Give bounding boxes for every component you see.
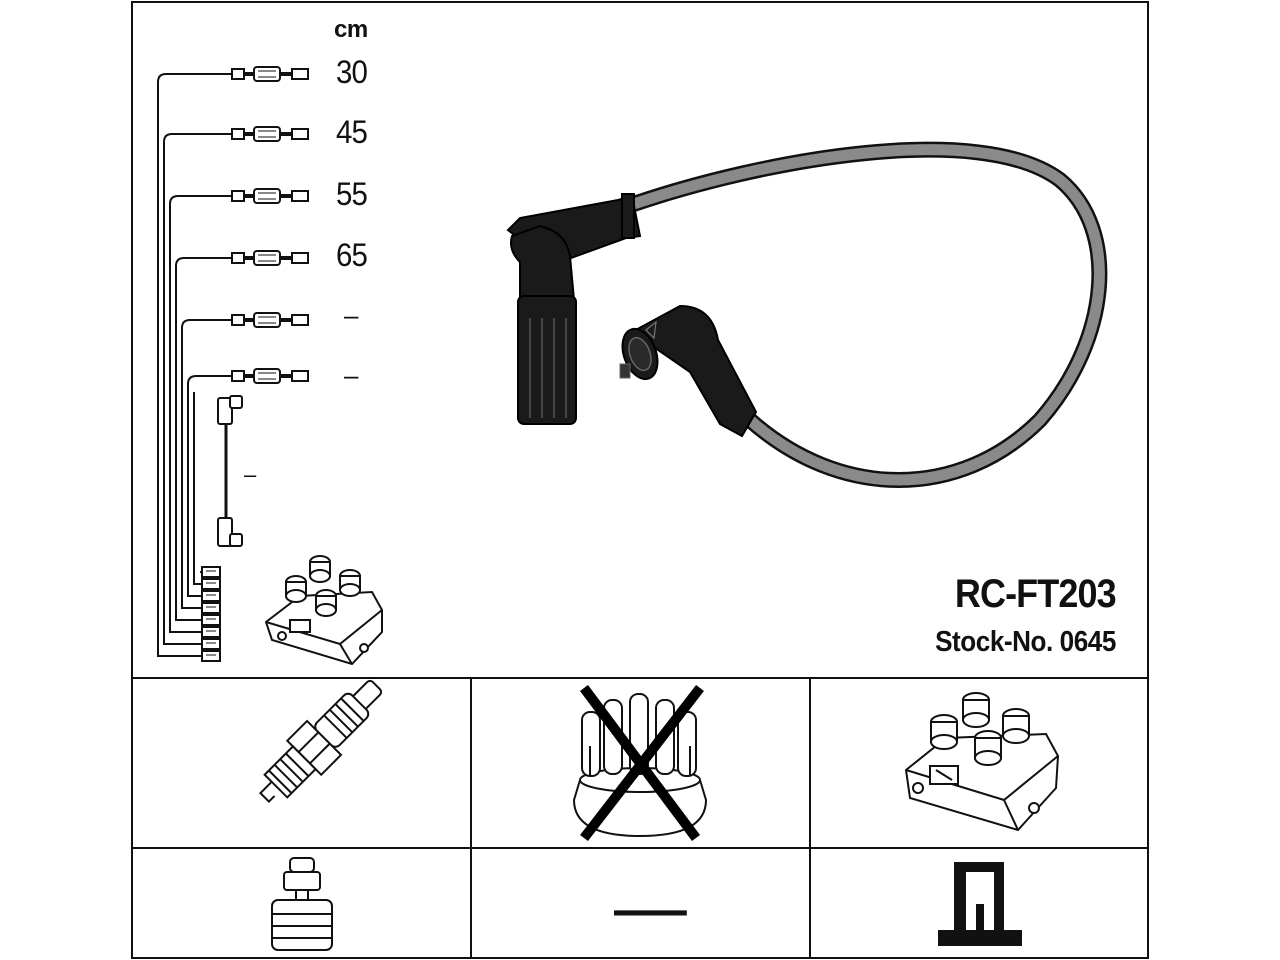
small-ignition-coil-icon (264, 555, 383, 666)
coil-terminal-icon (938, 862, 1022, 946)
plug-terminal-icon (271, 857, 333, 951)
stock-number: Stock-No. 0645 (935, 626, 1116, 658)
wire-length-6: – (344, 360, 359, 390)
wire-length-2: 45 (336, 114, 368, 150)
coil-terminal-stubs (201, 566, 221, 662)
part-number: RC-FT203 (955, 572, 1117, 616)
coil-lead-icon (217, 395, 243, 547)
middle-bottom-symbol: — (614, 881, 687, 939)
ignition-coil-icon (904, 692, 1060, 832)
spark-plug-boot (506, 193, 642, 425)
length-unit-label: cm (334, 16, 368, 43)
coil-boot (619, 304, 758, 438)
coil-wire-length: – (244, 462, 257, 487)
main-ignition-cable (620, 141, 1108, 488)
wire-length-4: 65 (336, 237, 368, 273)
not-included-cross-icon (579, 684, 704, 842)
wire-length-5: – (344, 300, 359, 330)
outer-frame (131, 1, 1149, 959)
wire-length-1: 30 (336, 54, 368, 90)
wire-length-schematic (157, 73, 222, 657)
wire-length-3: 55 (336, 176, 368, 212)
wire-connectors (220, 65, 310, 385)
spark-plug-icon (258, 679, 383, 804)
